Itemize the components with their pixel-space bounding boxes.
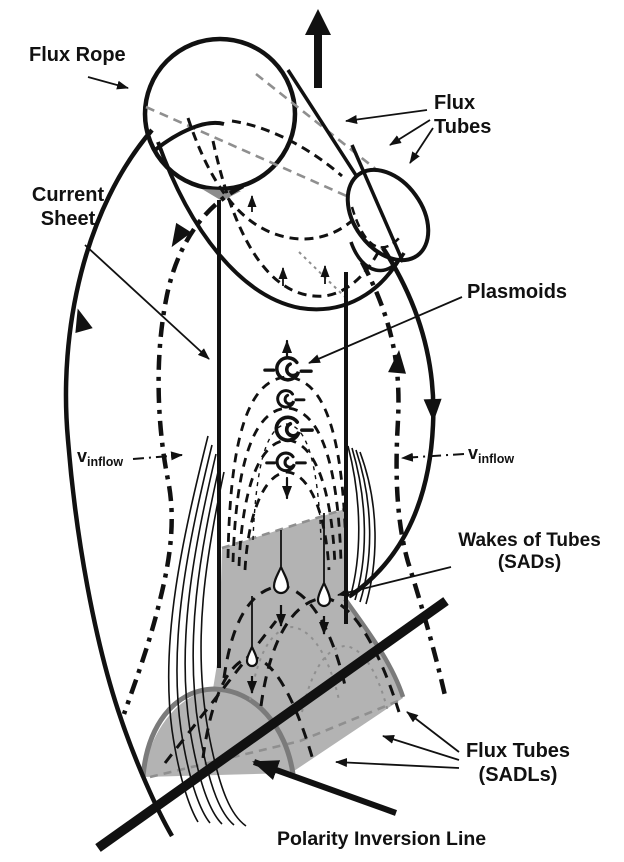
right-bundle-line bbox=[359, 451, 376, 605]
flux-tubes-top-pointer-1 bbox=[345, 109, 428, 124]
tube-field-line-dashed-2 bbox=[211, 140, 394, 298]
loop-arc-3 bbox=[237, 438, 337, 567]
left-downflow-arrowhead bbox=[171, 222, 192, 248]
current-sheet-pointer bbox=[84, 244, 210, 360]
sadls-pointer-3 bbox=[335, 758, 460, 769]
flux-tube-end-cap bbox=[345, 167, 431, 263]
label-pointers bbox=[84, 76, 465, 816]
plasmoids-pointer bbox=[308, 296, 463, 364]
wakes-line1: Wakes of Tubes bbox=[458, 530, 601, 551]
flux-tube-bundle bbox=[145, 69, 431, 312]
v-inflow-left-symbol: v bbox=[77, 446, 88, 466]
outflow-arrow-head bbox=[305, 9, 331, 35]
rope-helical-field-dashed bbox=[231, 119, 343, 178]
curtain-gray-fill bbox=[143, 509, 403, 777]
plasmoid-4 bbox=[265, 451, 307, 473]
tube-axis-gray-dash-1 bbox=[145, 105, 386, 215]
sad-teardrop-3 bbox=[245, 644, 259, 668]
wakes-of-tubes-label: Wakes of Tubes (SADs) bbox=[437, 530, 622, 575]
plasmoid-column bbox=[263, 339, 314, 500]
left-bundle-line bbox=[176, 444, 213, 824]
sadl-gray-dotted-arc bbox=[301, 644, 389, 713]
left-upflow-arrowhead bbox=[75, 308, 93, 334]
right-downflow-arrowhead bbox=[423, 398, 442, 422]
sadls-pointer-1 bbox=[406, 711, 460, 753]
arcade-front-arch bbox=[140, 686, 296, 778]
shrinking-loop-bundles bbox=[167, 435, 376, 827]
curtain-bottom-edge bbox=[149, 697, 404, 779]
loop-arc-thin bbox=[252, 423, 322, 541]
flux-tubes-bottom-line1: Flux Tubes bbox=[465, 740, 571, 762]
right-bundle-line bbox=[355, 449, 371, 603]
curtain-top-edge bbox=[221, 507, 346, 550]
plasmoids-label-text: Plasmoids bbox=[467, 281, 568, 303]
left-bundle-line bbox=[192, 462, 235, 826]
flux-tubes-top-pointer-3 bbox=[409, 127, 434, 164]
arcade-rear-arch bbox=[343, 597, 406, 698]
right-upflow-arrowhead bbox=[388, 350, 407, 374]
left-bundle-line bbox=[167, 435, 209, 823]
cap-dashed-arc bbox=[350, 206, 402, 249]
v-inflow-right-subscript: inflow bbox=[478, 452, 515, 467]
flux-tubes-bottom-label: Flux Tubes (SADLs) bbox=[443, 740, 593, 787]
plasmoid-1 bbox=[263, 356, 313, 382]
flux-tubes-top-line1: Flux bbox=[434, 92, 476, 114]
pil-pointer bbox=[252, 759, 398, 816]
flux-tubes-top-label: Flux Tubes bbox=[434, 92, 491, 139]
right-field-lines bbox=[348, 246, 449, 701]
current-sheet-wake-curtain bbox=[140, 507, 406, 779]
rope-helical-field-solid-hook bbox=[153, 120, 225, 152]
current-sheet-line2: Sheet bbox=[40, 207, 96, 230]
flux-tubes-top-line2: Tubes bbox=[434, 115, 492, 138]
outflow-arrow-top bbox=[305, 9, 331, 88]
tube-gray-dotted-segment bbox=[298, 251, 347, 299]
v-inflow-left-subscript: inflow bbox=[87, 455, 124, 470]
current-sheet-line1: Current bbox=[31, 184, 105, 206]
wakes-pointer bbox=[337, 566, 452, 597]
right-separatrix-dashdot bbox=[360, 260, 449, 701]
sadls-pointer-2 bbox=[382, 735, 460, 761]
sad-teardrop-2 bbox=[316, 580, 332, 608]
right-bundle-line bbox=[351, 447, 366, 601]
cap-inner-arc bbox=[349, 241, 406, 273]
reconnected-loops bbox=[226, 375, 348, 571]
loop-arc-1 bbox=[226, 375, 348, 559]
v-inflow-right-arrow bbox=[401, 452, 465, 462]
loop-arc-4 bbox=[243, 470, 331, 571]
flux-tubes-top-pointer-2 bbox=[389, 119, 431, 146]
right-outer-field-line bbox=[348, 246, 436, 598]
v-inflow-left-arrow bbox=[132, 451, 183, 461]
flux-rope-pointer bbox=[87, 76, 129, 90]
sad-teardrop-1 bbox=[272, 564, 290, 595]
flux-rope-label: Flux Rope bbox=[29, 44, 126, 68]
flux-rope-label-text: Flux Rope bbox=[29, 44, 126, 66]
pil-label-text: Polarity Inversion Line bbox=[277, 828, 487, 850]
sadl-gray-dotted-arc bbox=[249, 625, 340, 701]
v-inflow-right-symbol: v bbox=[468, 443, 479, 463]
v-inflow-left-label: vinflow bbox=[77, 446, 123, 470]
v-inflow-right-label: vinflow bbox=[468, 443, 514, 467]
left-bundle-line bbox=[184, 453, 223, 825]
polarity-inversion-line bbox=[95, 597, 449, 852]
tube-front-boundary-curve bbox=[156, 141, 409, 312]
current-sheet-label: Current Sheet bbox=[22, 184, 114, 231]
plasmoid-2 bbox=[276, 389, 306, 409]
sad-wakes bbox=[245, 513, 332, 694]
plasmoid-3 bbox=[274, 415, 314, 443]
left-bundle-line bbox=[200, 471, 247, 827]
left-separatrix-dashdot bbox=[121, 183, 245, 715]
wakes-line2: (SADs) bbox=[497, 552, 562, 574]
polarity-inversion-line-label: Polarity Inversion Line bbox=[277, 828, 486, 851]
flux-tubes-bottom-line2: (SADLs) bbox=[478, 763, 558, 786]
plasmoids-label: Plasmoids bbox=[467, 281, 567, 305]
right-bundle-line bbox=[347, 445, 360, 599]
